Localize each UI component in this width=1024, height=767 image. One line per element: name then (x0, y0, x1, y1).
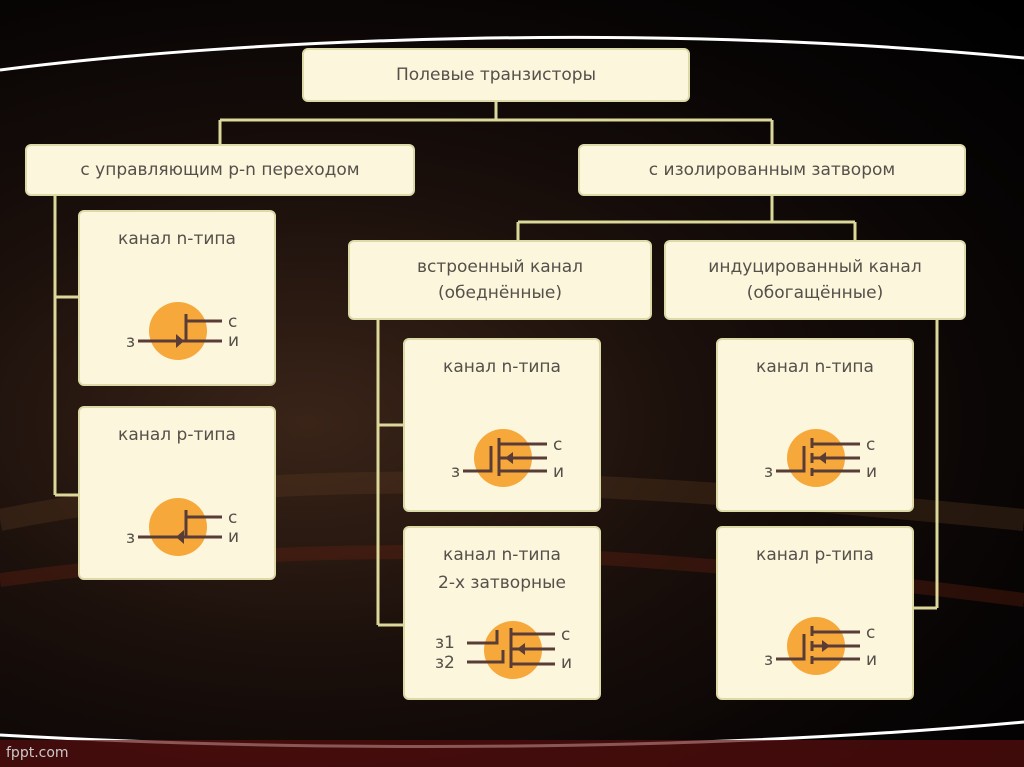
source-label: и (228, 527, 239, 547)
gate2-label: з2 (435, 653, 455, 673)
pn-p-channel-card: канал р-типа з с и (78, 406, 276, 580)
drain-label: с (866, 623, 875, 643)
built-in-n-channel-card: канал n-типа з с и (403, 338, 601, 512)
gate-label: з (764, 462, 773, 482)
built-in-channel-line1: встроенный канал (416, 257, 584, 277)
gate-label: з (451, 462, 460, 482)
induced-p-channel-card: канал р-типа з с и (716, 526, 914, 700)
source-label: и (561, 653, 572, 673)
gate-label: з (126, 332, 135, 352)
source-label: и (553, 462, 564, 482)
mosfet-enhancement-p-channel-symbol: з с и (764, 617, 877, 675)
drain-label: с (553, 435, 562, 455)
footer-brand: fppt.com (6, 745, 69, 761)
source-label: и (228, 331, 239, 351)
built-in-dual-gate-card: канал n-типа 2-х затворные з1 з2 с и (403, 526, 601, 700)
mosfet-dual-gate-symbol: з1 з2 с и (435, 621, 572, 679)
root-box: Полевые транзисторы (302, 48, 690, 102)
built-in-channel-box: встроенный канал (обеднённые) (348, 240, 652, 320)
source-label: и (866, 462, 877, 482)
mosfet-enhancement-n-channel-symbol: з с и (764, 429, 877, 487)
jfet-p-channel-symbol: з с и (126, 498, 239, 556)
pn-junction-box: с управляющим p-n переходом (25, 144, 415, 196)
card-label: канал р-типа (118, 425, 236, 445)
gate-label: з (126, 528, 135, 548)
drain-label: с (228, 312, 237, 332)
pn-junction-label: с управляющим p-n переходом (80, 160, 360, 180)
gate-label: з (764, 650, 773, 670)
jfet-n-channel-symbol: з с и (126, 302, 239, 360)
induced-n-channel-card: канал n-типа з с и (716, 338, 914, 512)
source-label: и (866, 650, 877, 670)
induced-channel-box: индуцированный канал (обогащённые) (664, 240, 966, 320)
pn-n-channel-card: канал n-типа з с и (78, 210, 276, 386)
card-label: канал n-типа (443, 357, 561, 377)
drain-label: с (561, 625, 570, 645)
card-label: канал n-типа (756, 357, 874, 377)
drain-label: с (228, 508, 237, 528)
induced-channel-line2: (обогащённые) (746, 283, 884, 303)
card-label: канал р-типа (756, 545, 874, 565)
card-label: канал n-типа (118, 229, 236, 249)
card-label-line1: канал n-типа (443, 545, 561, 565)
insulated-gate-label: с изолированным затвором (648, 160, 896, 180)
induced-channel-line1: индуцированный канал (708, 257, 922, 277)
insulated-gate-box: с изолированным затвором (578, 144, 966, 196)
card-label-line2: 2-х затворные (438, 573, 566, 593)
root-label: Полевые транзисторы (396, 65, 596, 85)
built-in-channel-line2: (обеднённые) (437, 283, 563, 303)
mosfet-depletion-n-channel-symbol: з с и (451, 429, 564, 487)
gate1-label: з1 (435, 633, 455, 653)
drain-label: с (866, 435, 875, 455)
